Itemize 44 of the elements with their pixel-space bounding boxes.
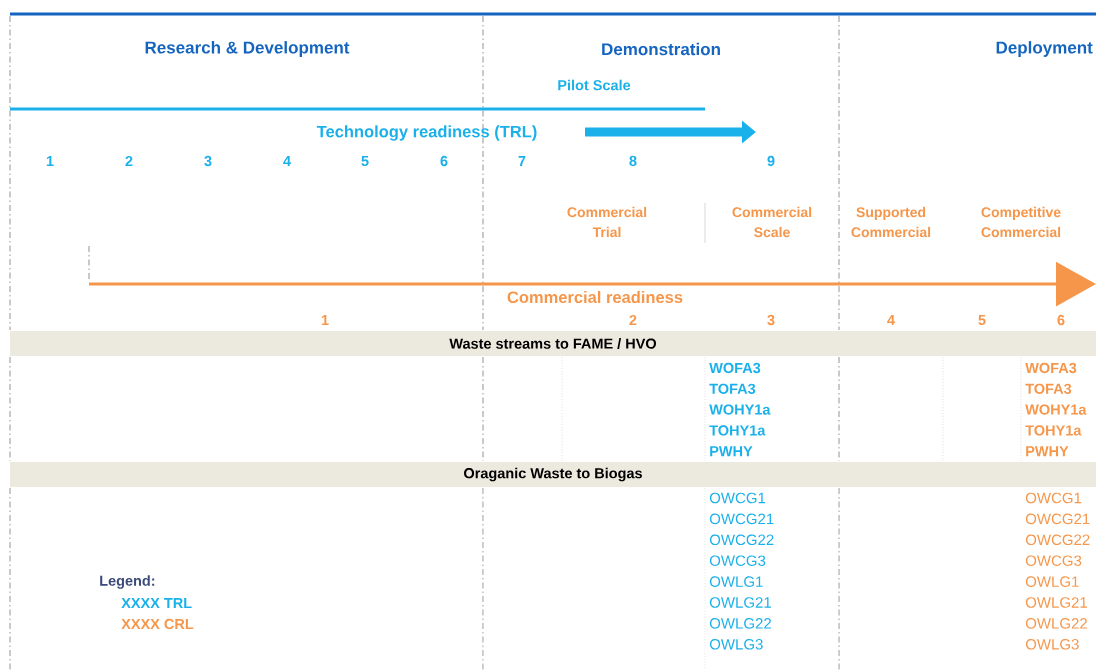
pathway-code: OWLG21	[709, 597, 771, 608]
pathway-code: OWLG3	[709, 639, 763, 650]
category-band: Oraganic Waste to Biogas	[10, 462, 1096, 487]
section-heading: Research & Development	[145, 41, 350, 57]
section-heading: Deployment	[996, 41, 1093, 57]
stage-label: Supported Commercial	[851, 206, 931, 238]
axis-title: Commercial readiness	[507, 290, 683, 304]
pathway-code: OWLG1	[709, 576, 763, 587]
axis-title: Technology readiness (TRL)	[316, 125, 537, 141]
pathway-code: OWLG21	[1025, 597, 1087, 608]
trl-number: 3	[204, 155, 212, 167]
trl-number: 9	[767, 155, 775, 167]
stage-label: Commercial Trial	[567, 206, 647, 238]
pathway-code: OWCG3	[1025, 555, 1082, 566]
trl-number: 1	[46, 156, 54, 166]
pathway-code: WOHY1a	[709, 404, 771, 415]
pathway-code: OWCG21	[1025, 513, 1090, 525]
legend-entry: XXXX CRL	[121, 618, 194, 630]
stage-label: Competitive Commercial	[981, 206, 1061, 238]
pathway-code: TOFA3	[709, 383, 756, 394]
legend-entry: XXXX TRL	[121, 598, 192, 608]
legend-heading: Legend:	[100, 575, 155, 589]
section-heading: Demonstration	[602, 42, 720, 56]
scale-label: Pilot Scale	[558, 79, 631, 91]
pathway-code: TOHY1a	[1025, 425, 1082, 436]
pathway-code: OWCG22	[1025, 534, 1090, 546]
pathway-code: OWLG1	[1025, 576, 1079, 587]
trl-number: 4	[283, 156, 291, 166]
pathway-code: OWLG22	[709, 618, 771, 629]
trl-number: 8	[629, 155, 637, 167]
trl-number: 6	[440, 155, 448, 167]
pathway-code: TOFA3	[1025, 383, 1072, 394]
pathway-code: OWCG21	[709, 513, 774, 525]
pathway-code: OWLG3	[1025, 639, 1079, 650]
pathway-code: OWLG22	[1025, 618, 1087, 629]
trl-number: 2	[125, 155, 133, 167]
category-band: Waste streams to FAME / HVO	[10, 331, 1096, 356]
pathway-code: TOHY1a	[709, 425, 766, 436]
pathway-code: OWCG3	[709, 555, 766, 566]
pathway-code: WOHY1a	[1025, 404, 1087, 415]
trl-number: 5	[361, 155, 369, 167]
stage-label: Commercial Scale	[732, 206, 812, 238]
pathway-code: OWCG22	[709, 534, 774, 546]
trl-number: 7	[518, 156, 526, 166]
